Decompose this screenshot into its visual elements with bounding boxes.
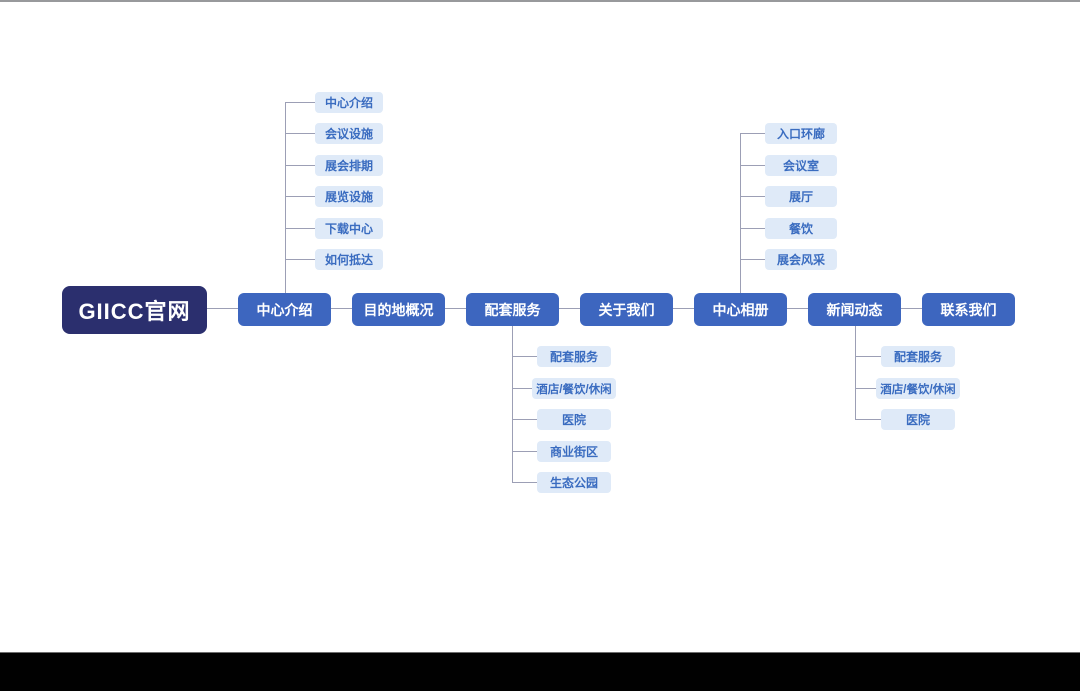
sub-node-supporting-services[interactable]: 配套服务 — [537, 346, 611, 367]
connector-line — [740, 133, 741, 293]
connector-line — [512, 419, 537, 420]
connector-line — [673, 308, 694, 309]
connector-line — [855, 419, 881, 420]
connector-line — [512, 388, 532, 389]
connector-line — [285, 165, 315, 166]
connector-line — [855, 388, 876, 389]
connector-line — [285, 133, 315, 134]
sub-node-hotel-dining-leisure[interactable]: 酒店/餐饮/休闲 — [876, 378, 960, 399]
connector-line — [285, 102, 286, 293]
connector-line — [901, 308, 922, 309]
sub-node-dining[interactable]: 餐饮 — [765, 218, 837, 239]
nav-node-center-intro[interactable]: 中心介绍 — [238, 293, 331, 326]
connector-line — [512, 326, 513, 482]
connector-line — [855, 356, 881, 357]
sub-node-supporting-services[interactable]: 配套服务 — [881, 346, 955, 367]
connector-line — [285, 259, 315, 260]
sub-node-center-intro[interactable]: 中心介绍 — [315, 92, 383, 113]
connector-line — [740, 133, 765, 134]
connector-line — [285, 102, 315, 103]
sub-node-meeting-room[interactable]: 会议室 — [765, 155, 837, 176]
sub-node-how-to-arrive[interactable]: 如何抵达 — [315, 249, 383, 270]
connector-line — [285, 196, 315, 197]
connector-line — [512, 356, 537, 357]
sub-node-exhibition-schedule[interactable]: 展会排期 — [315, 155, 383, 176]
connector-line — [207, 308, 238, 309]
sub-node-meeting-facilities[interactable]: 会议设施 — [315, 123, 383, 144]
sub-node-commercial-street[interactable]: 商业街区 — [537, 441, 611, 462]
connector-line — [512, 482, 537, 483]
connector-line — [740, 165, 765, 166]
connector-line — [331, 308, 352, 309]
connector-line — [285, 228, 315, 229]
top-border-line — [0, 0, 1080, 2]
nav-node-destination-overview[interactable]: 目的地概况 — [352, 293, 445, 326]
sub-node-exhibition-hall[interactable]: 展厅 — [765, 186, 837, 207]
nav-node-news[interactable]: 新闻动态 — [808, 293, 901, 326]
connector-line — [855, 326, 856, 419]
sub-node-hospital[interactable]: 医院 — [881, 409, 955, 430]
nav-node-center-album[interactable]: 中心相册 — [694, 293, 787, 326]
connector-line — [787, 308, 808, 309]
connector-line — [512, 451, 537, 452]
connector-line — [740, 196, 765, 197]
sub-node-exhibition-highlights[interactable]: 展会风采 — [765, 249, 837, 270]
sub-node-entrance-corridor[interactable]: 入口环廊 — [765, 123, 837, 144]
sub-node-hospital[interactable]: 医院 — [537, 409, 611, 430]
sub-node-hotel-dining-leisure[interactable]: 酒店/餐饮/休闲 — [532, 378, 616, 399]
sub-node-download-center[interactable]: 下载中心 — [315, 218, 383, 239]
nav-node-contact-us[interactable]: 联系我们 — [922, 293, 1015, 326]
connector-line — [559, 308, 580, 309]
sub-node-ecological-park[interactable]: 生态公园 — [537, 472, 611, 493]
connector-line — [740, 228, 765, 229]
connector-line — [740, 259, 765, 260]
nav-node-about-us[interactable]: 关于我们 — [580, 293, 673, 326]
bottom-letterbox-bar — [0, 652, 1080, 691]
root-node-giicc-site[interactable]: GIICC官网 — [62, 286, 207, 334]
sub-node-exhibition-facilities[interactable]: 展览设施 — [315, 186, 383, 207]
connector-line — [445, 308, 466, 309]
nav-node-supporting-services[interactable]: 配套服务 — [466, 293, 559, 326]
